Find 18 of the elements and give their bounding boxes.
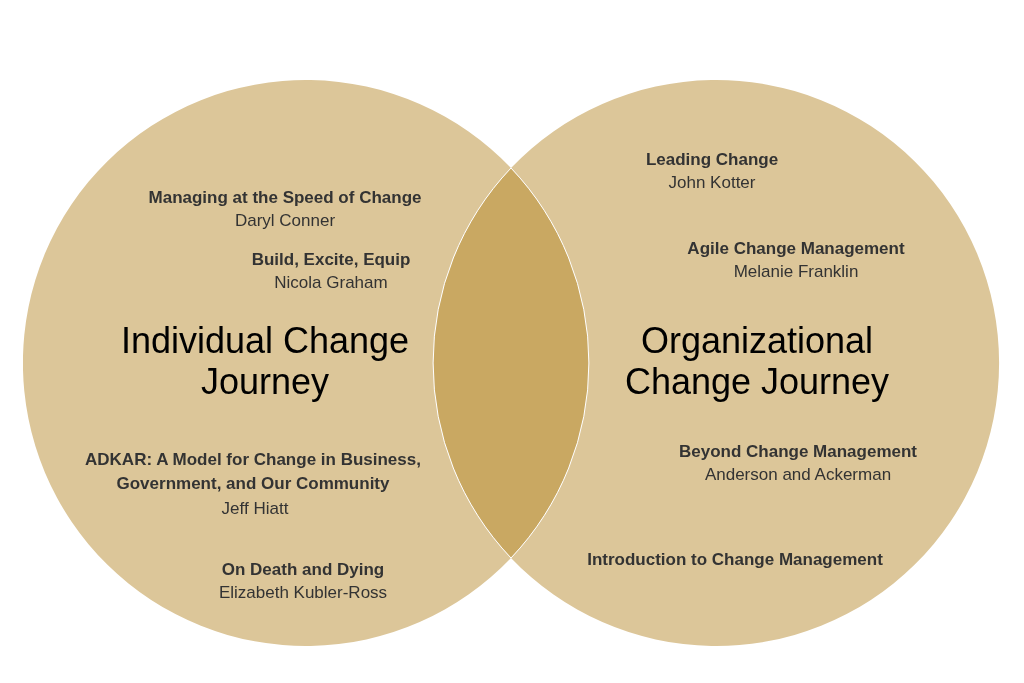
author-name: John Kotter (668, 172, 756, 194)
author-name: Melanie Franklin (733, 261, 859, 283)
book-title: Introduction to Change Management (587, 549, 883, 571)
author-name: Nicola Graham (274, 272, 388, 294)
book-title: ADKAR: A Model for Change in Business, Government, and Our Community (84, 449, 422, 495)
book-title: Managing at the Speed of Change (148, 187, 422, 209)
book-title: On Death and Dying (221, 559, 385, 581)
book-title: Leading Change (645, 149, 779, 171)
circle-title: Individual Change Journey (119, 320, 411, 402)
book-title: Beyond Change Management (679, 441, 917, 463)
author-name: Jeff Hiatt (221, 498, 289, 520)
book-title: Build, Excite, Equip (251, 249, 411, 271)
book-title: Agile Change Management (687, 238, 905, 260)
circle-title: Organizational Change Journey (623, 320, 891, 402)
author-name: Daryl Conner (234, 210, 336, 232)
author-name: Anderson and Ackerman (704, 464, 892, 486)
author-name: Elizabeth Kubler-Ross (218, 582, 388, 604)
overlap-region (432, 167, 590, 559)
